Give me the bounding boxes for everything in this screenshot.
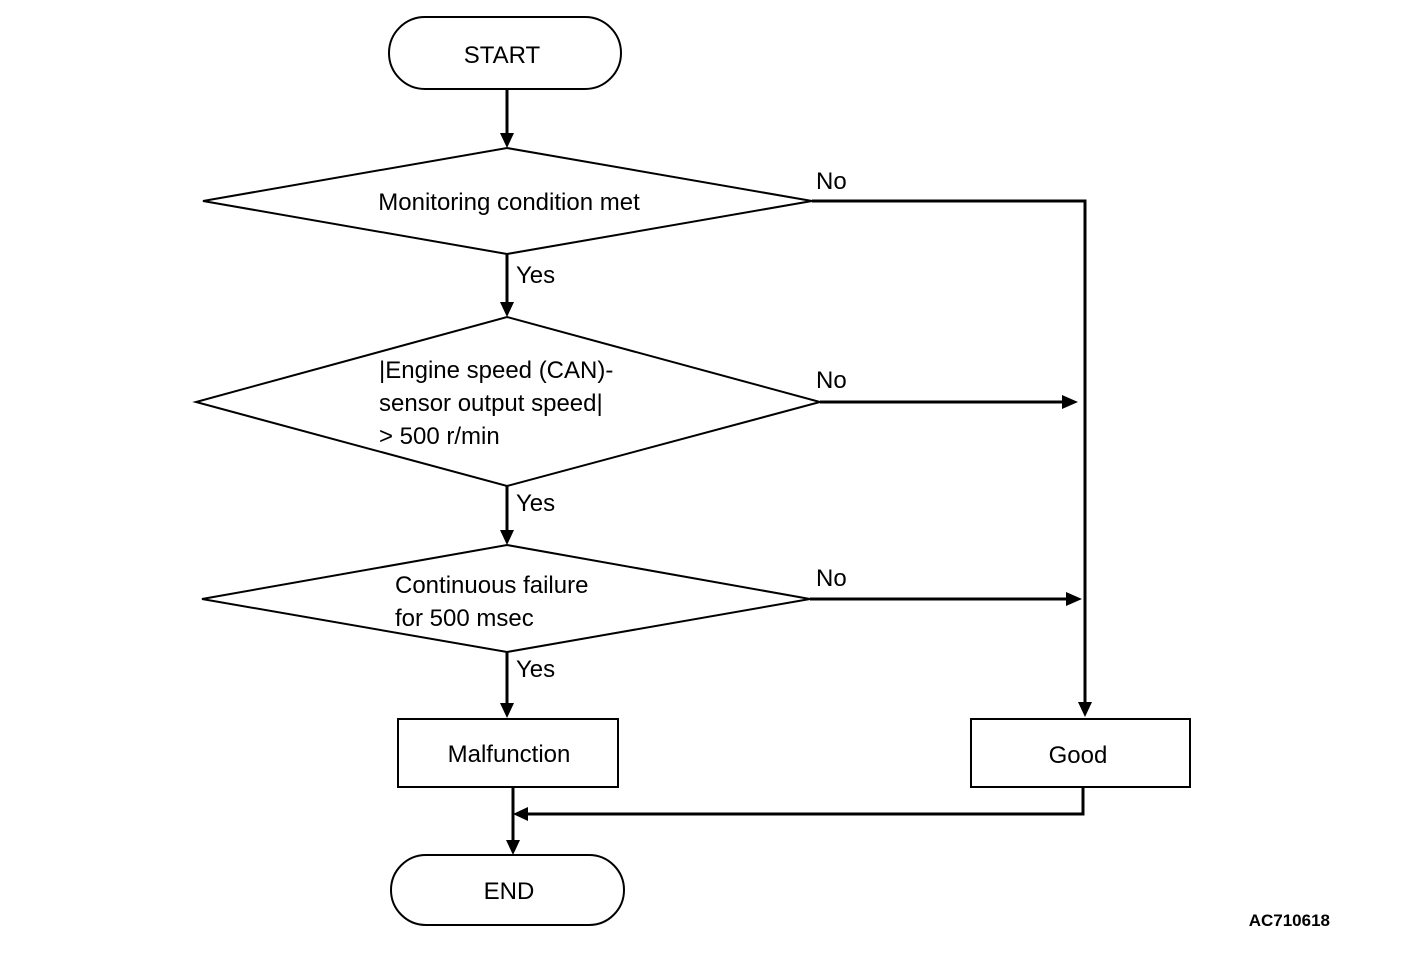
arrowhead (1066, 592, 1082, 606)
arrowhead (500, 302, 514, 317)
yes-label-3: Yes (516, 656, 555, 683)
no-label-1: No (816, 168, 847, 195)
arrowhead (500, 703, 514, 718)
start-shape (388, 16, 622, 90)
decision-2-line-3: > 500 r/min (379, 423, 500, 450)
start-terminal: START (388, 16, 622, 90)
no-label-2: No (816, 367, 847, 394)
decision-3-line-2: for 500 msec (395, 605, 534, 632)
good-shape (970, 718, 1191, 788)
arrowhead (1078, 702, 1092, 717)
decision-3-line-1: Continuous failure (395, 572, 588, 599)
decision-2-line-2: sensor output speed| (379, 390, 603, 417)
decision-2-line-1: |Engine speed (CAN)- (379, 357, 613, 384)
end-label: END (484, 878, 535, 905)
decision-continuous-failure: Continuous failure for 500 msec (201, 543, 811, 654)
decision-monitoring-condition: Monitoring condition met (202, 146, 813, 256)
yes-label-1: Yes (516, 262, 555, 289)
malfunction-shape (397, 718, 619, 788)
good-box: Good (970, 718, 1191, 788)
malfunction-label: Malfunction (448, 741, 571, 768)
decision-1-line-1: Monitoring condition met (378, 189, 640, 216)
malfunction-box: Malfunction (397, 718, 619, 788)
figure-code: AC710618 (1249, 911, 1330, 930)
arrowhead (506, 840, 520, 855)
arrowhead (1062, 395, 1078, 409)
connector-good-to-end (528, 787, 1085, 816)
arrowhead (500, 530, 514, 545)
arrowhead (513, 807, 528, 821)
arrowhead (500, 133, 514, 148)
good-label: Good (1049, 742, 1108, 769)
no-label-3: No (816, 565, 847, 592)
end-terminal: END (390, 854, 625, 926)
decision-engine-speed: |Engine speed (CAN)- sensor output speed… (192, 315, 824, 488)
start-label: START (464, 42, 541, 69)
yes-label-2: Yes (516, 490, 555, 517)
end-shape (390, 854, 625, 926)
connector-decision-1-no (812, 199, 1087, 702)
